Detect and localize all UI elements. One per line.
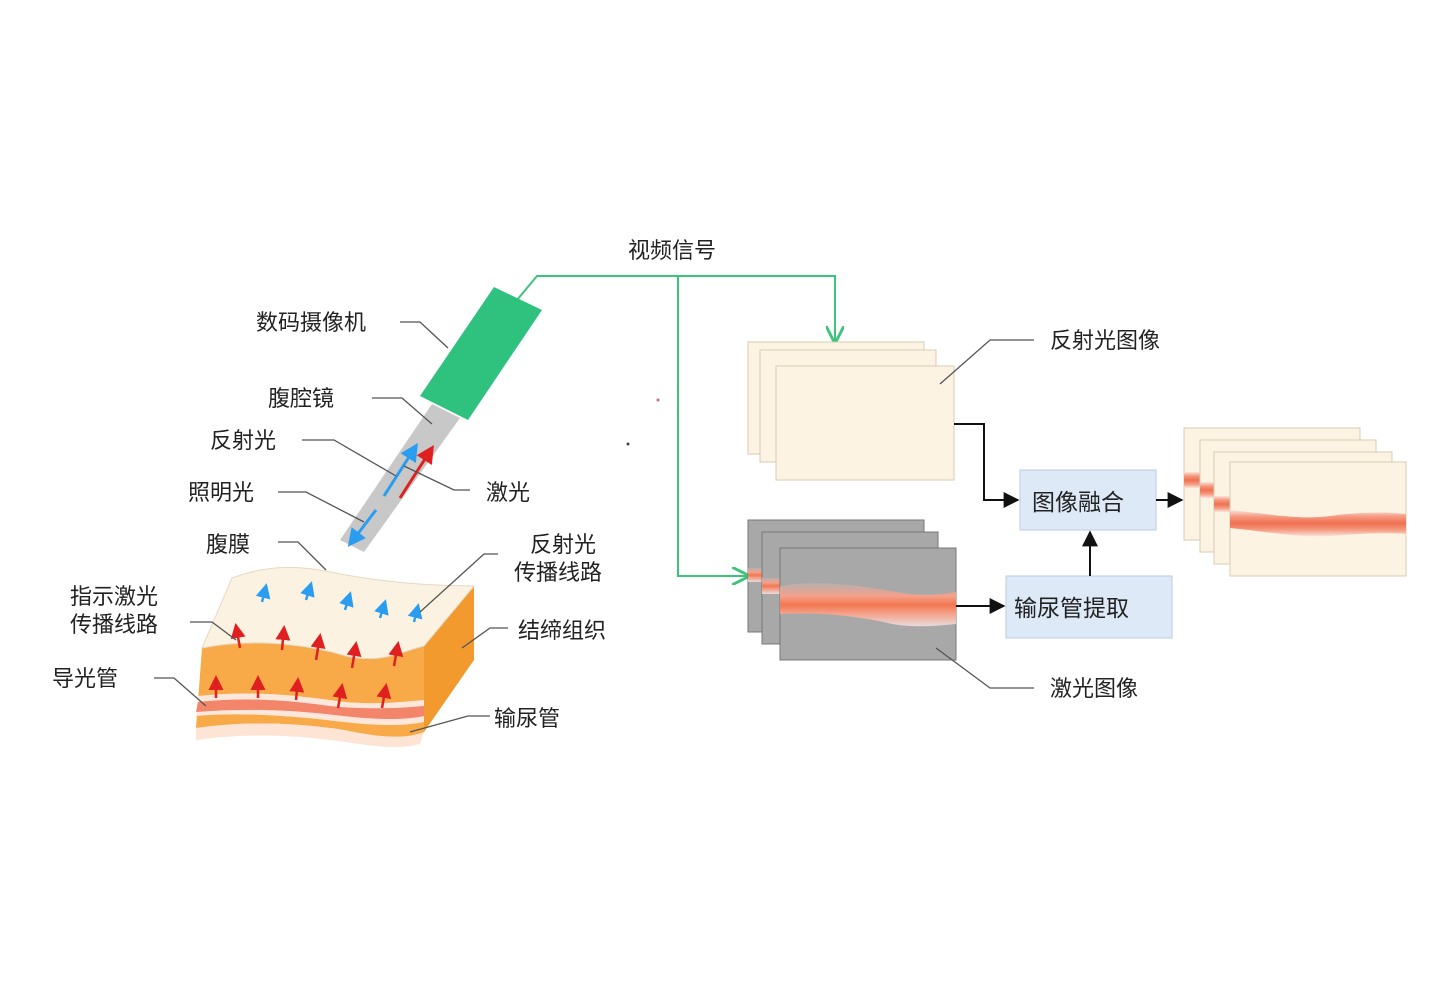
process-arrows: [954, 423, 1184, 614]
label-illumination: 照明光: [188, 481, 254, 506]
tissue-red-arrows: [208, 623, 404, 709]
tissue-block: [196, 566, 476, 748]
label-reflected-image: 反射光图像: [1050, 329, 1160, 354]
reflect-arrow-2: [300, 581, 315, 601]
label-reflect-path-2: 传播线路: [514, 561, 602, 586]
camera: [420, 287, 542, 420]
indicator-arrow-9: [332, 683, 348, 709]
signal-line-to-laser: [677, 276, 748, 576]
laparoscope: [340, 404, 460, 552]
reflect-arrow-1: [255, 583, 271, 603]
ureter-extraction-label: 输尿管提取: [1014, 596, 1129, 622]
indicator-arrow-4: [346, 641, 362, 669]
tissue-blue-arrows: [255, 581, 423, 623]
label-camera: 数码摄像机: [256, 311, 366, 336]
label-reflect-path-1: 反射光: [530, 533, 596, 558]
indicator-arrow-10: [376, 683, 392, 709]
fused-image-stack: [1183, 427, 1407, 577]
reflect-arrow-3: [339, 591, 354, 611]
indicator-arrow-5: [388, 641, 404, 667]
reflected-light-arrow: [382, 442, 418, 497]
scope-light-arrows: [347, 442, 434, 547]
indicator-arrow-1: [230, 623, 246, 649]
signal-line-from-camera: [516, 275, 835, 342]
label-ureter: 输尿管: [494, 707, 560, 732]
stray-dot-1: [656, 398, 660, 402]
reflect-arrow-4: [374, 599, 389, 619]
image-fusion-box: [1019, 469, 1157, 531]
indicator-arrow-8: [289, 677, 305, 701]
arrow-reflected-to-fusion: [954, 423, 1020, 508]
ureter-extraction-box: [1005, 575, 1173, 639]
label-reflected-light: 反射光: [210, 429, 276, 454]
label-laser-image: 激光图像: [1050, 677, 1138, 702]
video-signal-lines: [516, 275, 835, 576]
stray-dot-2: [626, 442, 630, 446]
label-peritoneum: 腹膜: [206, 533, 250, 558]
image-fusion-label: 图像融合: [1032, 490, 1124, 516]
laser-frame-band: [780, 583, 956, 627]
label-laser: 激光: [486, 481, 530, 506]
label-laparoscope: 腹腔镜: [268, 387, 334, 412]
laser-arrow: [398, 444, 434, 499]
video-signal-label: 视频信号: [628, 239, 716, 264]
label-connective-tissue: 结缔组织: [518, 619, 606, 644]
laparoscope-tube: [340, 404, 460, 552]
label-indicator-path-1: 指示激光: [70, 585, 158, 610]
fused-frame-band: [1230, 510, 1406, 537]
laser-image-leader: [935, 647, 1034, 689]
left-leader-lines: [154, 321, 508, 733]
illumination-arrow: [347, 509, 378, 547]
indicator-arrow-3: [310, 633, 326, 661]
reflected-image-stack: [747, 341, 955, 481]
laser-image-stack: [747, 519, 957, 661]
indicator-arrow-2: [275, 625, 291, 651]
tissue-side-face: [424, 586, 474, 732]
reflected-frame-1: [775, 365, 955, 481]
label-light-guide: 导光管: [52, 667, 118, 692]
label-indicator-path-2: 传播线路: [70, 613, 158, 638]
reflected-image-leader: [939, 339, 1034, 385]
reflect-arrow-5: [407, 603, 423, 623]
